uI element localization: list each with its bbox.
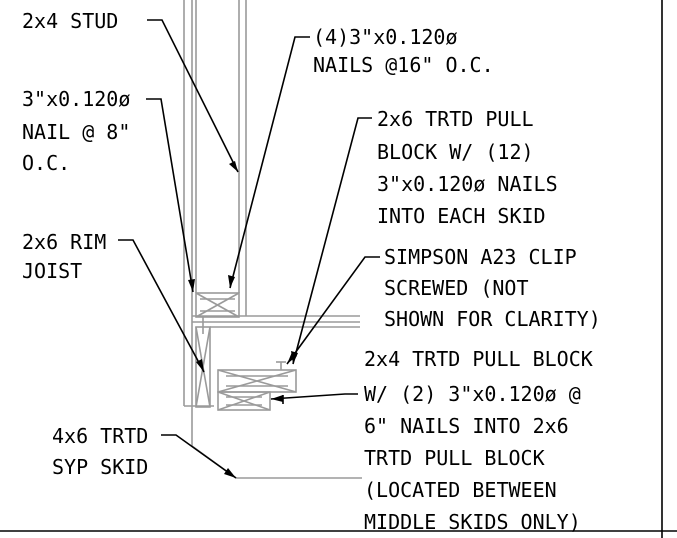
label-skid-line1: 4x6 TRTD	[52, 424, 148, 448]
arrowhead-pull-block-2x4	[271, 395, 283, 402]
label-nail-8-line1: 3"x0.120ø	[22, 87, 130, 111]
leader-pull-block-2x4	[270, 393, 358, 400]
leader-skid	[161, 434, 237, 479]
leader-lines	[118, 19, 380, 479]
label-nails-16-line2: NAILS @16" O.C.	[313, 53, 494, 77]
callout-labels: 2x4 STUD (4)3"x0.120ø NAILS @16" O.C. 3"…	[22, 9, 601, 534]
leader-pull-block-2x6	[292, 117, 372, 365]
label-pull-block-2x4-line1: 2x4 TRTD PULL BLOCK	[364, 347, 593, 371]
label-skid-line2: SYP SKID	[52, 455, 148, 479]
label-pull-block-2x6-line4: INTO EACH SKID	[377, 204, 546, 228]
label-nail-8-line3: O.C.	[22, 151, 70, 175]
leader-nail-8	[146, 98, 194, 293]
arrowhead-stud	[229, 161, 238, 172]
leader-rim-joist	[118, 239, 205, 373]
label-pull-block-2x4-line3: 6" NAILS INTO 2x6	[364, 414, 569, 438]
label-stud: 2x4 STUD	[22, 9, 118, 33]
leader-nails-16	[229, 36, 310, 289]
framing-geometry	[183, 0, 362, 479]
label-pull-block-2x6-line3: 3"x0.120ø NAILS	[377, 172, 558, 196]
label-simpson-clip-line2: SCREWED (NOT	[384, 276, 529, 300]
leader-simpson-clip	[286, 256, 380, 365]
label-simpson-clip-line1: SIMPSON A23 CLIP	[384, 245, 577, 269]
label-pull-block-2x6-line2: BLOCK W/ (12)	[377, 140, 534, 164]
label-pull-block-2x4-line2: W/ (2) 3"x0.120ø @	[364, 382, 581, 406]
label-pull-block-2x6-line1: 2x6 TRTD PULL	[377, 107, 534, 131]
label-simpson-clip-line3: SHOWN FOR CLARITY)	[384, 307, 601, 331]
arrowhead-simpson-clip	[287, 352, 297, 364]
arrowhead-rim-joist	[196, 359, 204, 372]
label-pull-block-2x4-line6: MIDDLE SKIDS ONLY)	[364, 510, 581, 534]
leader-stud	[147, 19, 239, 173]
arrowhead-skid	[224, 468, 236, 478]
pull-block-2x4-shape	[217, 391, 271, 411]
label-rim-joist-line1: 2x6 RIM	[22, 230, 106, 254]
label-nail-8-line2: NAIL @ 8"	[22, 120, 130, 144]
stud-nail-block	[195, 292, 240, 318]
label-nails-16-line1: (4)3"x0.120ø	[313, 25, 458, 49]
label-pull-block-2x4-line5: (LOCATED BETWEEN	[364, 478, 557, 502]
arrowhead-nail-8	[188, 279, 195, 292]
arrowhead-nails-16	[228, 275, 235, 288]
label-pull-block-2x4-line4: TRTD PULL BLOCK	[364, 446, 545, 470]
label-rim-joist-line2: JOIST	[22, 259, 82, 283]
